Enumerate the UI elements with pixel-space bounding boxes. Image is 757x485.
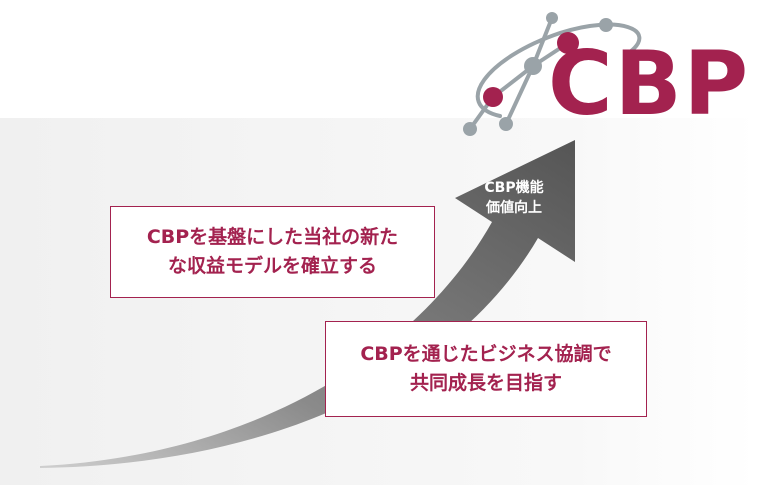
logo-node-gray xyxy=(546,12,558,24)
logo-wordmark: CBP xyxy=(548,32,751,135)
growth-arrow xyxy=(40,140,575,468)
logo-molecule xyxy=(463,12,642,136)
arrow-label-line: CBP機能 xyxy=(484,180,544,196)
logo-node-gray xyxy=(599,18,613,32)
logo-node-gray xyxy=(524,57,542,75)
callout-line: な収益モデルを確立する xyxy=(167,255,377,277)
callout-line: 共同成長を目指す xyxy=(409,372,562,394)
callout-line: CBPを通じたビジネス協調で xyxy=(360,343,612,365)
logo-bond xyxy=(504,65,535,125)
arrow-label: CBP機能 価値向上 xyxy=(470,178,558,218)
logo-node-gray xyxy=(499,117,513,131)
logo-node-red xyxy=(483,87,503,107)
callout-co-growth: CBPを通じたビジネス協調で 共同成長を目指す xyxy=(325,321,647,417)
callout-revenue-model: CBPを基盤にした当社の新た な収益モデルを確立する xyxy=(110,206,435,298)
background-panel xyxy=(0,118,757,485)
logo-node-red xyxy=(557,32,579,54)
arrow-label-line: 価値向上 xyxy=(486,200,542,216)
logo-node-gray xyxy=(463,122,477,136)
callout-line: CBPを基盤にした当社の新た xyxy=(146,226,399,248)
logo-orbit xyxy=(475,22,642,118)
